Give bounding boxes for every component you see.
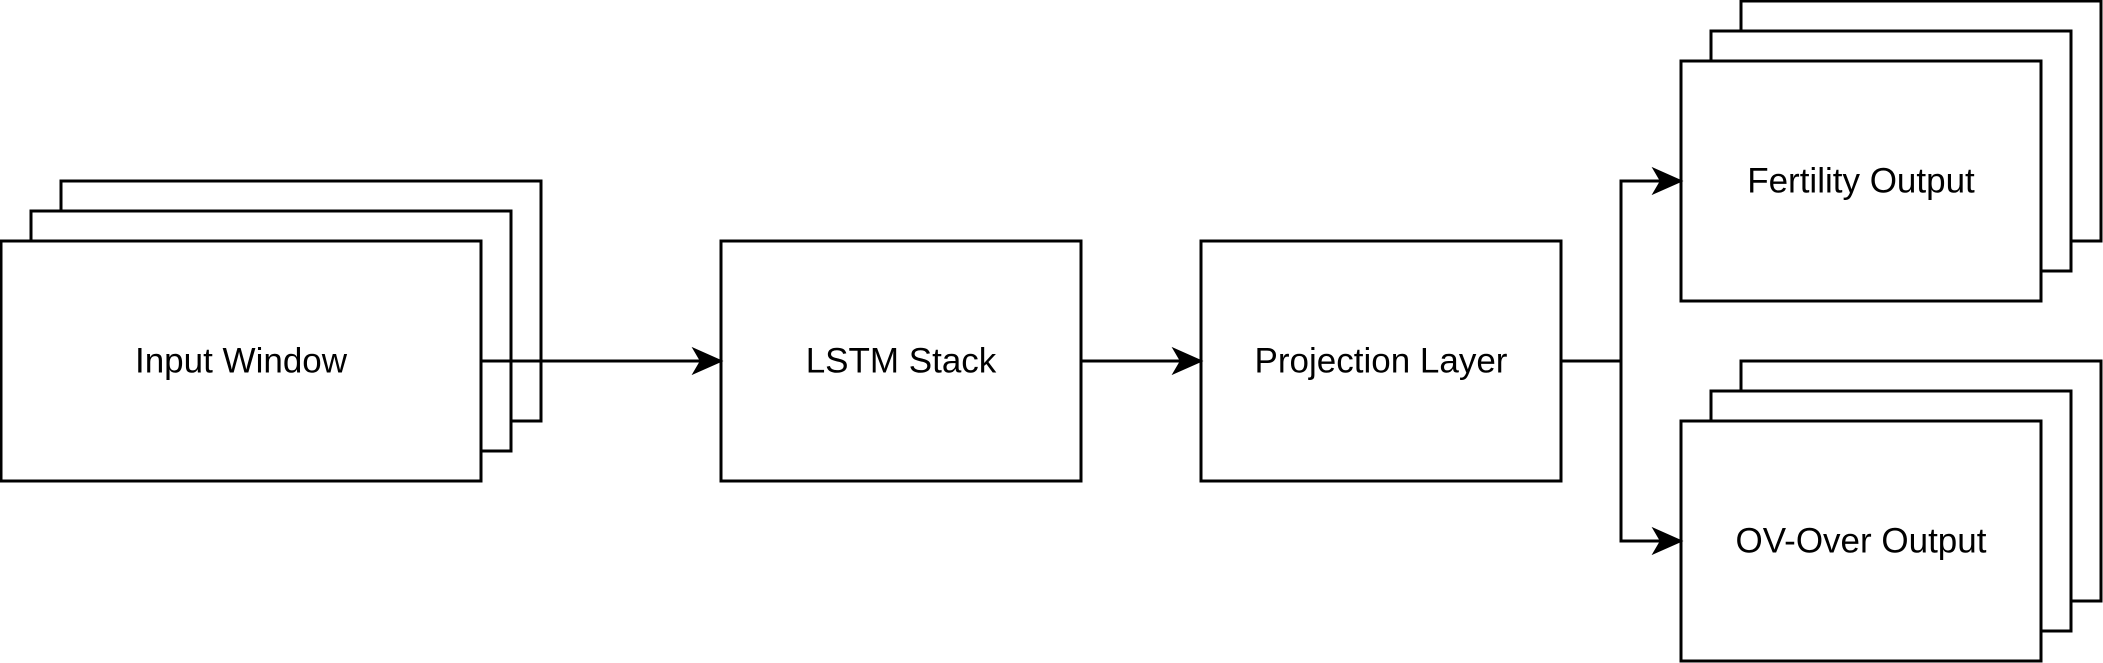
lstm-stack-box [719, 239, 1083, 483]
edge-input-to-lstm [481, 346, 724, 376]
edge-input-to-lstm-arrowhead [691, 346, 724, 376]
ov-over-output-box [1679, 419, 2043, 663]
edge-projection-to-fertility-arrowhead [1651, 166, 1684, 196]
edge-projection-to-fertility-line [1561, 179, 1663, 363]
edge-lstm-to-projection [1081, 346, 1204, 376]
input-window-box [0, 239, 483, 483]
node-input-window: Input Window [0, 179, 543, 483]
node-lstm-stack: LSTM Stack [719, 239, 1083, 483]
edge-projection-to-ov-over [1619, 361, 1684, 556]
projection-layer-box [1199, 239, 1563, 483]
ov-over-output-label: OV-Over Output [1736, 522, 1987, 561]
projection-layer-label: Projection Layer [1255, 342, 1508, 381]
edge-lstm-to-projection-arrowhead [1171, 346, 1204, 376]
input-window-label: Input Window [135, 342, 348, 381]
edge-projection-to-fertility [1561, 166, 1684, 363]
node-ov-over-output: OV-Over Output [1679, 359, 2103, 663]
fertility-output-label: Fertility Output [1747, 162, 1975, 201]
node-projection-layer: Projection Layer [1199, 239, 1563, 483]
edge-projection-to-ov-over-line [1619, 361, 1663, 543]
edge-projection-to-ov-over-arrowhead [1651, 526, 1684, 556]
node-fertility-output: Fertility Output [1679, 0, 2103, 303]
lstm-stack-label: LSTM Stack [806, 342, 997, 381]
